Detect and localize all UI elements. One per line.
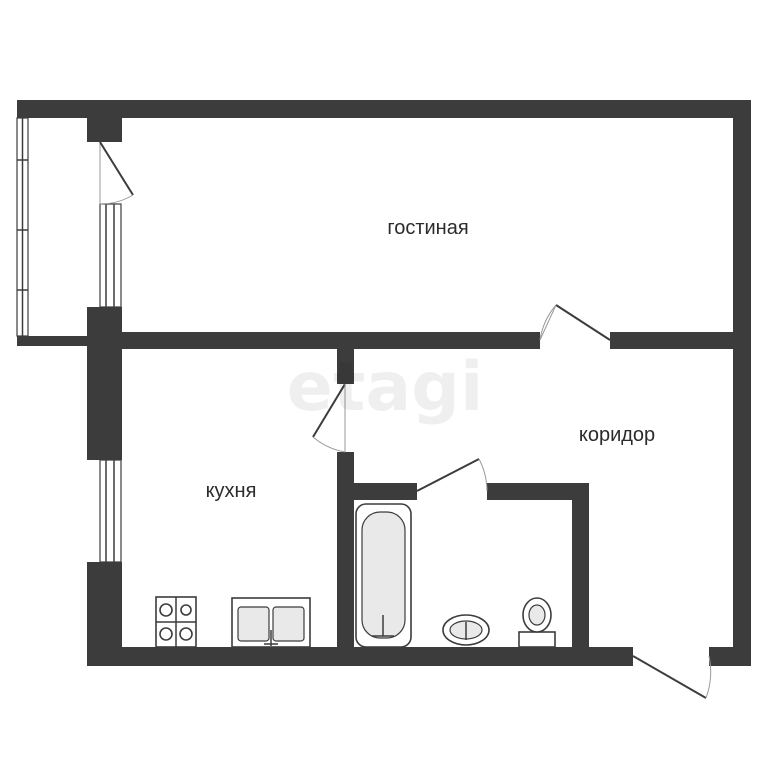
balcony-top-wall xyxy=(17,100,87,118)
room-label-living-room: гостиная xyxy=(387,217,468,239)
living-room-bottom-wall-right xyxy=(610,332,733,349)
bathroom-door xyxy=(416,458,488,492)
kitchen-sink xyxy=(231,597,311,648)
washbasin xyxy=(442,614,490,646)
balcony xyxy=(16,100,87,346)
bathtub xyxy=(355,503,412,648)
left-wall-upper-pier xyxy=(87,118,122,142)
kitchen-window xyxy=(99,459,122,563)
living-room-window xyxy=(99,203,122,308)
bottom-wall xyxy=(87,647,633,666)
bathroom-top-wall-right xyxy=(487,483,589,500)
living-room-bottom-wall xyxy=(122,332,540,349)
kitchen-corridor-wall xyxy=(337,452,354,647)
bathroom-top-wall-left xyxy=(354,483,417,500)
left-wall-middle xyxy=(87,307,122,460)
watermark-logo: etagi xyxy=(287,348,484,427)
toilet xyxy=(518,597,556,648)
balcony-bottom-wall xyxy=(17,336,87,346)
stove xyxy=(155,596,197,648)
balcony-door xyxy=(99,141,134,205)
entrance-door xyxy=(632,655,712,699)
bottom-wall-right-segment xyxy=(709,647,751,666)
interior-walls xyxy=(122,332,733,647)
living-room-door xyxy=(539,304,611,341)
left-wall-lower xyxy=(87,562,122,666)
right-wall xyxy=(733,100,751,647)
kitchen-corridor-wall-top xyxy=(337,349,354,384)
top-wall xyxy=(87,100,751,118)
room-label-corridor: коридор xyxy=(579,424,655,446)
outer-walls xyxy=(87,100,751,666)
bathroom-right-wall xyxy=(572,483,589,647)
kitchen-door xyxy=(312,383,346,453)
room-label-kitchen: кухня xyxy=(206,480,257,502)
